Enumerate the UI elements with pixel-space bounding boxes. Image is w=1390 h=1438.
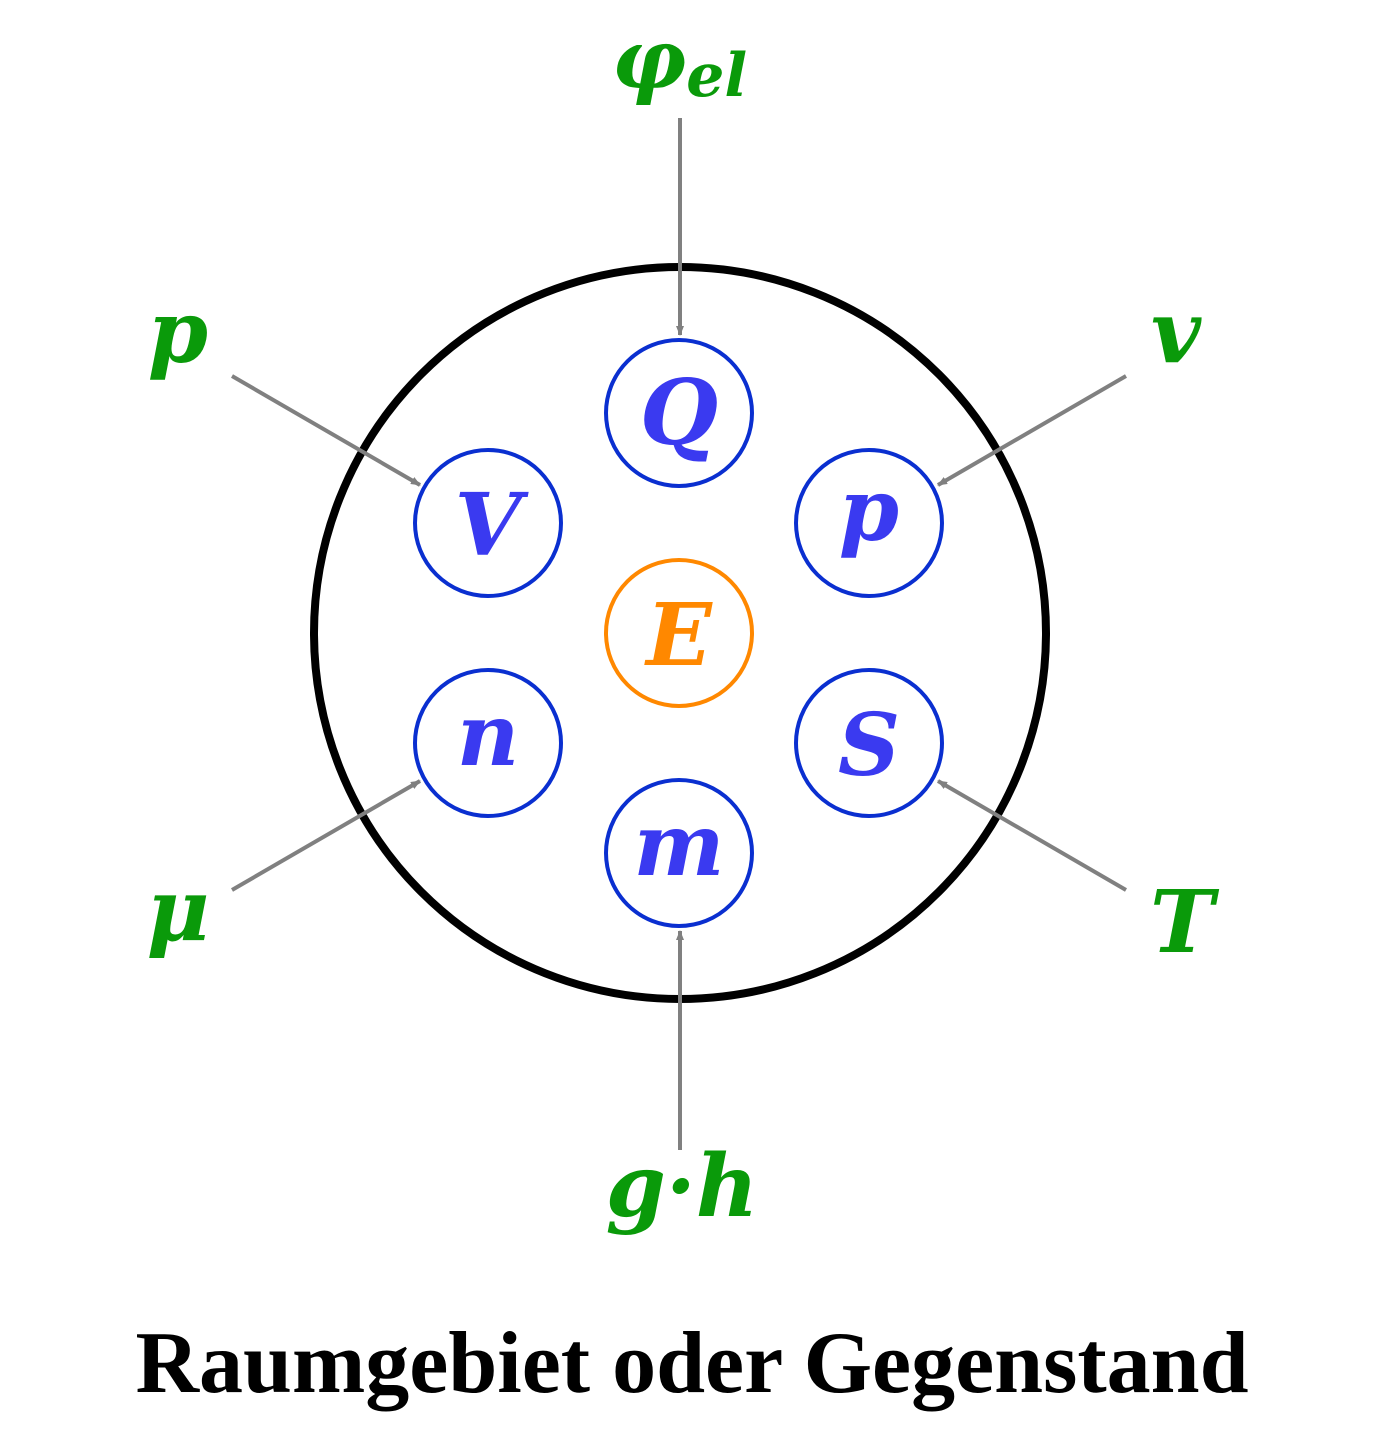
diagram-title: Raumgebiet oder Gegenstand <box>135 1315 1248 1412</box>
state-label-V: V <box>455 475 530 576</box>
intensive-label-v: v <box>1151 282 1202 383</box>
intensive-label-mu: μ <box>147 860 210 961</box>
state-node-n: n <box>413 668 563 818</box>
state-node-m: m <box>604 778 754 928</box>
state-node-Q: Q <box>604 338 754 488</box>
state-label-p: p <box>839 460 899 561</box>
arrow-v-to-p <box>936 374 1128 487</box>
state-label-Q: Q <box>640 360 718 466</box>
intensive-label-phi: φel <box>612 12 747 111</box>
phi-subscript: el <box>686 41 747 111</box>
state-label-S: S <box>838 695 900 796</box>
state-node-p: p <box>794 448 944 598</box>
state-label-m: m <box>634 795 725 896</box>
arrow-mu-to-n <box>230 779 422 892</box>
energy-node: E <box>604 558 754 708</box>
state-label-n: n <box>457 685 520 786</box>
arrow-p-to-V <box>230 374 422 487</box>
intensive-label-gh: g·h <box>606 1136 759 1237</box>
state-node-V: V <box>413 448 563 598</box>
intensive-label-T: T <box>1150 872 1220 973</box>
phi-symbol: φ <box>612 12 686 108</box>
energy-label: E <box>643 585 713 686</box>
arrow-T-to-S <box>936 779 1128 892</box>
state-node-S: S <box>794 668 944 818</box>
intensive-label-p: p <box>148 282 208 383</box>
